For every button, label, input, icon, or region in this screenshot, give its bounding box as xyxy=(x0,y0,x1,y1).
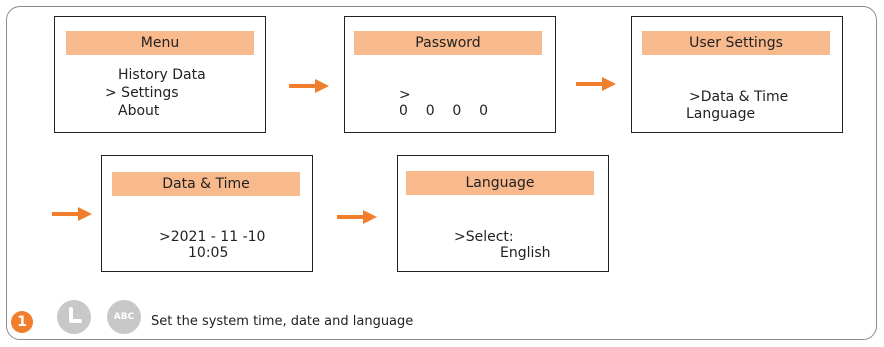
date-value: >2021 - 11 -10 xyxy=(159,229,266,245)
language-title-bar: Language xyxy=(406,171,594,195)
arrow-right-icon xyxy=(289,79,329,93)
arrow-right-icon xyxy=(576,77,616,91)
password-cursor: > xyxy=(399,87,411,103)
user-settings-title-bar: User Settings xyxy=(642,31,830,55)
language-select-label: >Select: xyxy=(454,229,514,245)
password-screen: Password > 0 0 0 0 xyxy=(344,16,556,133)
step-number-badge: 1 xyxy=(11,311,33,333)
menu-item-about: About xyxy=(118,103,160,119)
arrow-right-icon xyxy=(52,207,92,221)
clock-button-icon xyxy=(57,300,91,334)
language-value: English xyxy=(500,245,551,261)
menu-title-bar: Menu xyxy=(66,31,254,55)
menu-item-settings: > Settings xyxy=(105,85,179,101)
password-digits: 0 0 0 0 xyxy=(399,103,489,119)
arrow-right-icon xyxy=(337,210,377,224)
date-time-screen: Data & Time >2021 - 11 -10 10:05 xyxy=(101,155,313,272)
step-caption: Set the system time, date and language xyxy=(151,314,414,329)
language-screen: Language >Select: English xyxy=(397,155,609,272)
diagram-frame xyxy=(6,6,877,340)
user-settings-item-language: Language xyxy=(686,106,756,122)
menu-screen: Menu History Data > Settings About xyxy=(54,16,266,133)
date-time-title-bar: Data & Time xyxy=(112,172,300,196)
abc-button-icon: ABC xyxy=(107,300,141,334)
menu-item-history: History Data xyxy=(118,67,206,83)
time-value: 10:05 xyxy=(188,245,229,261)
user-settings-item-date-time: >Data & Time xyxy=(689,89,789,105)
user-settings-screen: User Settings >Data & Time Language xyxy=(631,16,843,133)
password-title-bar: Password xyxy=(354,31,542,55)
